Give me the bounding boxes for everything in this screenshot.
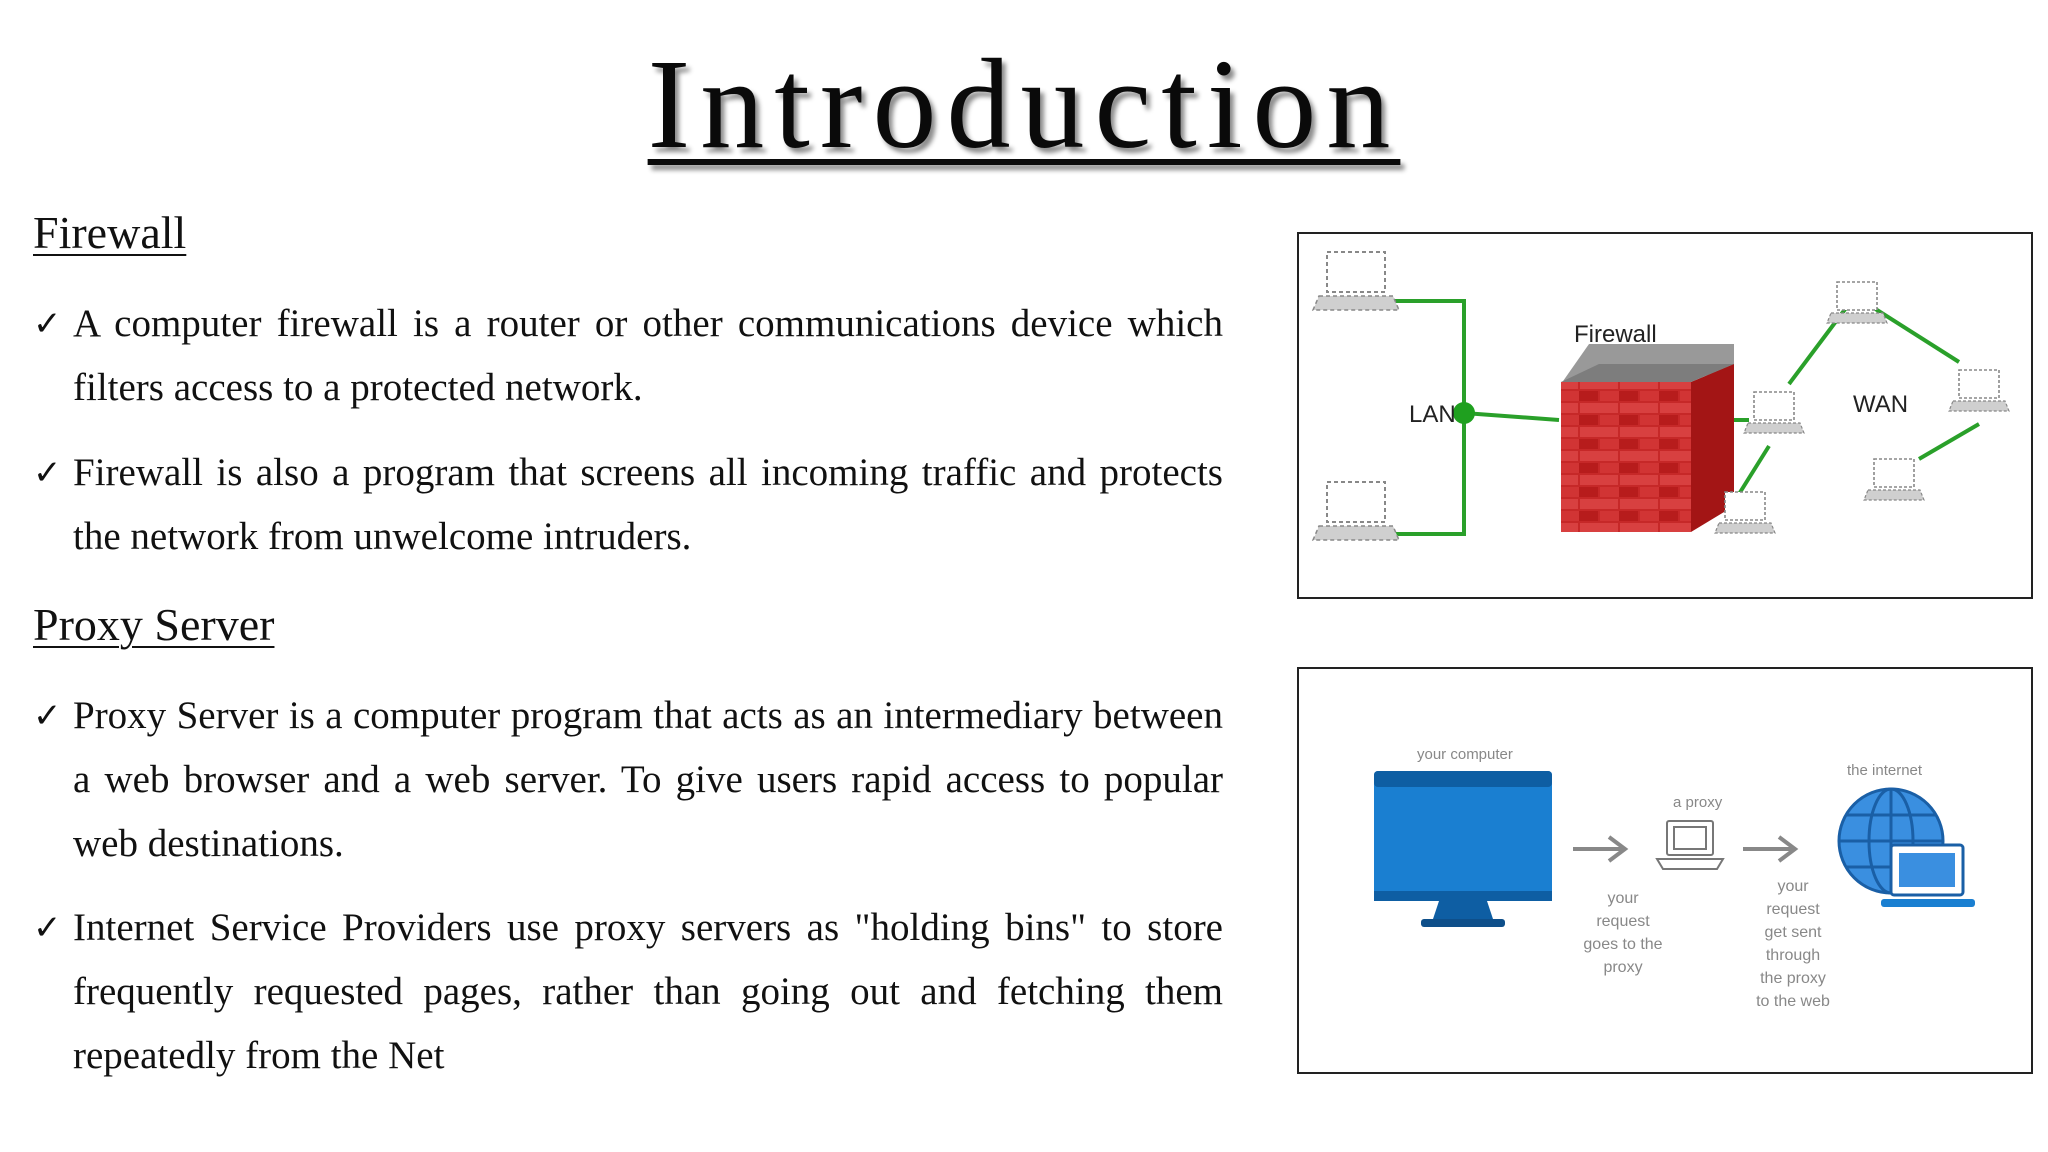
bullet-text: Internet Service Providers use proxy ser… [73,906,1223,1077]
firewall-bullet-2: ✓ Firewall is also a program that screen… [33,441,1223,569]
step2-line: get sent [1765,924,1822,941]
proxy-diagram: your computer a proxy your request goes … [1297,667,2033,1074]
wan-laptop-icon [1826,281,1888,324]
proxy-label: a proxy [1673,794,1723,811]
firewall-bullet-1: ✓ A computer firewall is a router or oth… [33,292,1223,420]
proxy-heading: Proxy Server [33,599,275,650]
step1-line: request [1596,913,1650,930]
bullet-text: Firewall is also a program that screens … [73,451,1223,558]
lan-hub-icon [1453,402,1475,424]
firewall-label: Firewall [1574,321,1657,348]
wan-laptop-icon [1743,391,1805,434]
arrow-icon [1743,835,1799,863]
firewall-diagram: LAN Firewall WAN [1297,232,2033,599]
step2-line: request [1766,901,1820,918]
check-icon: ✓ [33,304,62,344]
proxy-bullet-2: ✓ Internet Service Providers use proxy s… [33,896,1223,1088]
firewall-heading: Firewall [33,207,187,258]
page-title: Introduction [647,33,1401,175]
lan-label: LAN [1409,401,1456,428]
your-computer-label: your computer [1417,746,1513,763]
check-icon: ✓ [33,696,62,736]
arrow-icon [1573,835,1629,863]
monitor-icon [1374,771,1552,927]
bullet-text: Proxy Server is a computer program that … [73,694,1223,865]
step2-line: the proxy [1760,970,1826,987]
wan-laptop-icon [1948,369,2010,412]
check-icon: ✓ [33,453,62,493]
check-icon: ✓ [33,908,62,948]
step1-line: your [1607,890,1639,907]
proxy-laptop-icon [1655,820,1725,870]
bullet-text: A computer firewall is a router or other… [73,302,1223,409]
lan-laptop-icon [1312,481,1400,541]
laptop-icon [1881,843,1975,907]
wan-label: WAN [1853,391,1908,418]
proxy-bullet-1: ✓ Proxy Server is a computer program tha… [33,684,1223,876]
firewall-wall-icon [1561,344,1734,532]
internet-label: the internet [1847,762,1923,779]
wan-laptop-icon [1863,458,1925,501]
step2-line: to the web [1756,993,1830,1010]
lan-laptop-icon [1312,251,1400,311]
step2-line: through [1766,947,1820,964]
step1-line: proxy [1603,959,1642,976]
step2-line: your [1777,878,1809,895]
step1-line: goes to the [1583,936,1662,953]
